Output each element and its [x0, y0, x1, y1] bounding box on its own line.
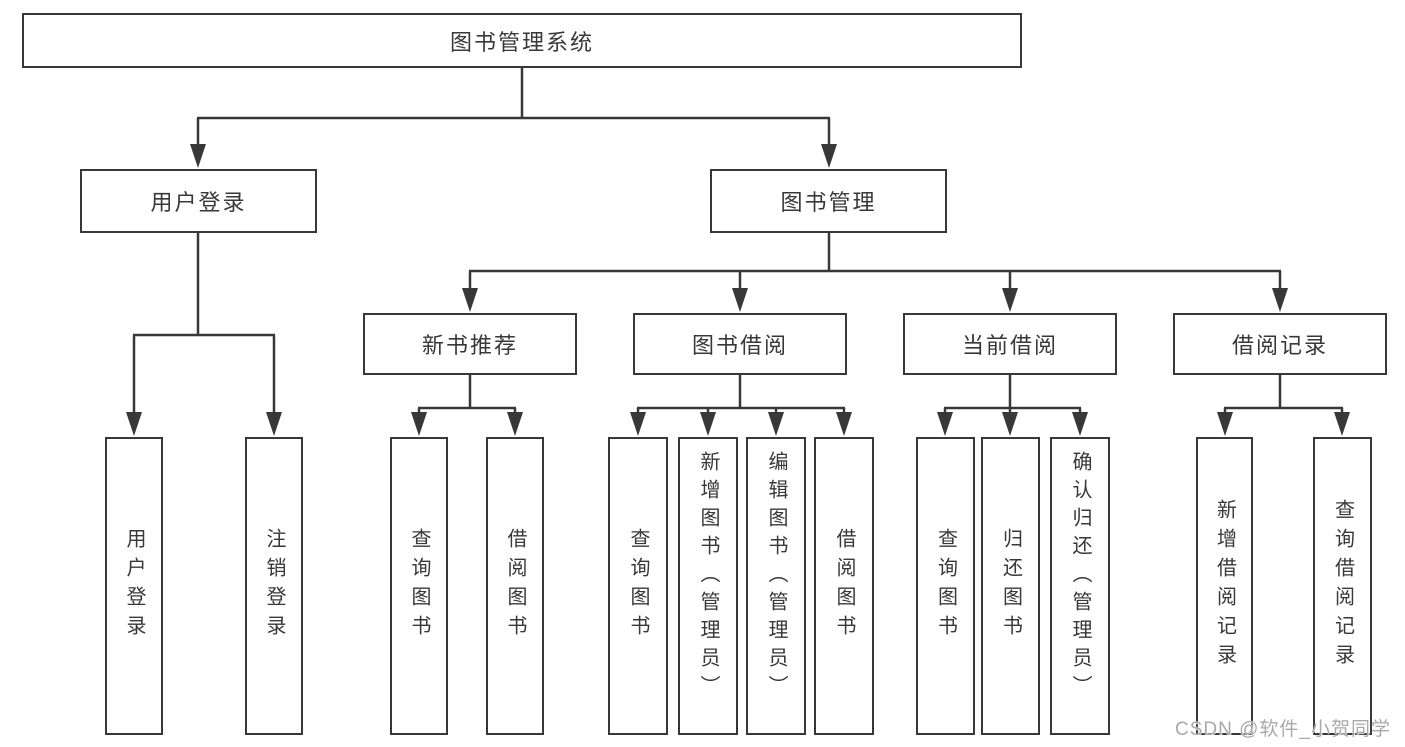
leaf-bb-edit-books-admin-label: 编辑图书（管理员） [765, 451, 787, 703]
arrowhead [1002, 288, 1018, 312]
arrowhead [1272, 288, 1288, 312]
arrowhead [732, 288, 748, 312]
arrowhead [507, 412, 523, 436]
node-root: 图书管理系统 [22, 13, 1022, 68]
leaf-bb-edit-books-admin: 编辑图书（管理员） [746, 437, 806, 735]
connector-newbookrec-to-leaves [411, 375, 523, 436]
leaf-br-add-record: 新增借阅记录 [1196, 437, 1253, 735]
leaf-logout-label: 注销登录 [263, 528, 285, 644]
arrowhead [1072, 412, 1088, 436]
leaf-cb-query-books-label: 查询图书 [934, 528, 957, 644]
node-borrowing-records-label: 借阅记录 [1231, 333, 1328, 358]
leaf-user-login-label: 用户登录 [123, 528, 145, 644]
connector-root-to-level2 [190, 68, 837, 168]
leaf-bb-add-books-admin: 新增图书（管理员） [678, 437, 738, 735]
node-new-book-recommend-label: 新书推荐 [421, 333, 518, 358]
leaf-br-query-record: 查询借阅记录 [1313, 437, 1372, 735]
leaf-bb-borrow-books: 借阅图书 [814, 437, 874, 735]
csdn-watermark: CSDN @软件_小贺同学 [1175, 719, 1391, 740]
arrowhead [1002, 412, 1018, 436]
arrowhead [126, 412, 142, 436]
leaf-bb-add-books-admin-label: 新增图书（管理员） [697, 451, 719, 703]
arrowhead [1334, 412, 1350, 436]
node-book-borrowing-label: 图书借阅 [691, 333, 788, 358]
connector-borrowrecords-to-leaves [1217, 375, 1350, 436]
node-user-login-label: 用户登录 [150, 190, 247, 215]
leaf-cb-confirm-return-admin: 确认归还（管理员） [1050, 437, 1110, 735]
arrowhead [937, 412, 953, 436]
node-book-management: 图书管理 [710, 169, 947, 233]
leaf-bb-borrow-books-label: 借阅图书 [833, 528, 855, 644]
leaf-rec-borrow-books-label: 借阅图书 [504, 528, 526, 644]
leaf-rec-query-books-label: 查询图书 [408, 528, 430, 644]
leaf-bb-query-books-label: 查询图书 [627, 528, 649, 644]
leaf-cb-return-books-label: 归还图书 [999, 528, 1022, 644]
node-book-borrowing: 图书借阅 [633, 313, 847, 375]
arrowhead [190, 144, 206, 168]
arrowhead [768, 412, 784, 436]
leaf-cb-return-books: 归还图书 [981, 437, 1040, 735]
arrowhead [1217, 412, 1233, 436]
connector-currentborrow-to-leaves [937, 375, 1088, 436]
connector-bookmgmt-to-level3 [462, 233, 1288, 312]
arrowhead [411, 412, 427, 436]
leaf-user-login: 用户登录 [105, 437, 163, 735]
arrowhead [462, 288, 478, 312]
leaf-logout: 注销登录 [245, 437, 303, 735]
node-book-management-label: 图书管理 [780, 190, 877, 215]
leaf-cb-query-books: 查询图书 [916, 437, 975, 735]
leaf-rec-query-books: 查询图书 [390, 437, 448, 735]
node-current-borrowing-label: 当前借阅 [961, 333, 1058, 358]
leaf-br-add-record-label: 新增借阅记录 [1213, 499, 1236, 673]
leaf-br-query-record-label: 查询借阅记录 [1331, 499, 1354, 673]
node-borrowing-records: 借阅记录 [1173, 313, 1387, 375]
node-root-label: 图书管理系统 [449, 29, 594, 55]
arrowhead [266, 412, 282, 436]
node-current-borrowing: 当前借阅 [903, 313, 1117, 375]
node-new-book-recommend: 新书推荐 [363, 313, 577, 375]
connector-bookborrow-to-leaves [630, 375, 852, 436]
arrowhead [630, 412, 646, 436]
leaf-bb-query-books: 查询图书 [608, 437, 668, 735]
leaf-cb-confirm-return-admin-label: 确认归还（管理员） [1069, 451, 1091, 703]
connector-userlogin-to-leaves [126, 233, 282, 436]
node-user-login: 用户登录 [80, 169, 317, 233]
arrowhead [700, 412, 716, 436]
leaf-rec-borrow-books: 借阅图书 [486, 437, 544, 735]
arrowhead [821, 144, 837, 168]
arrowhead [836, 412, 852, 436]
